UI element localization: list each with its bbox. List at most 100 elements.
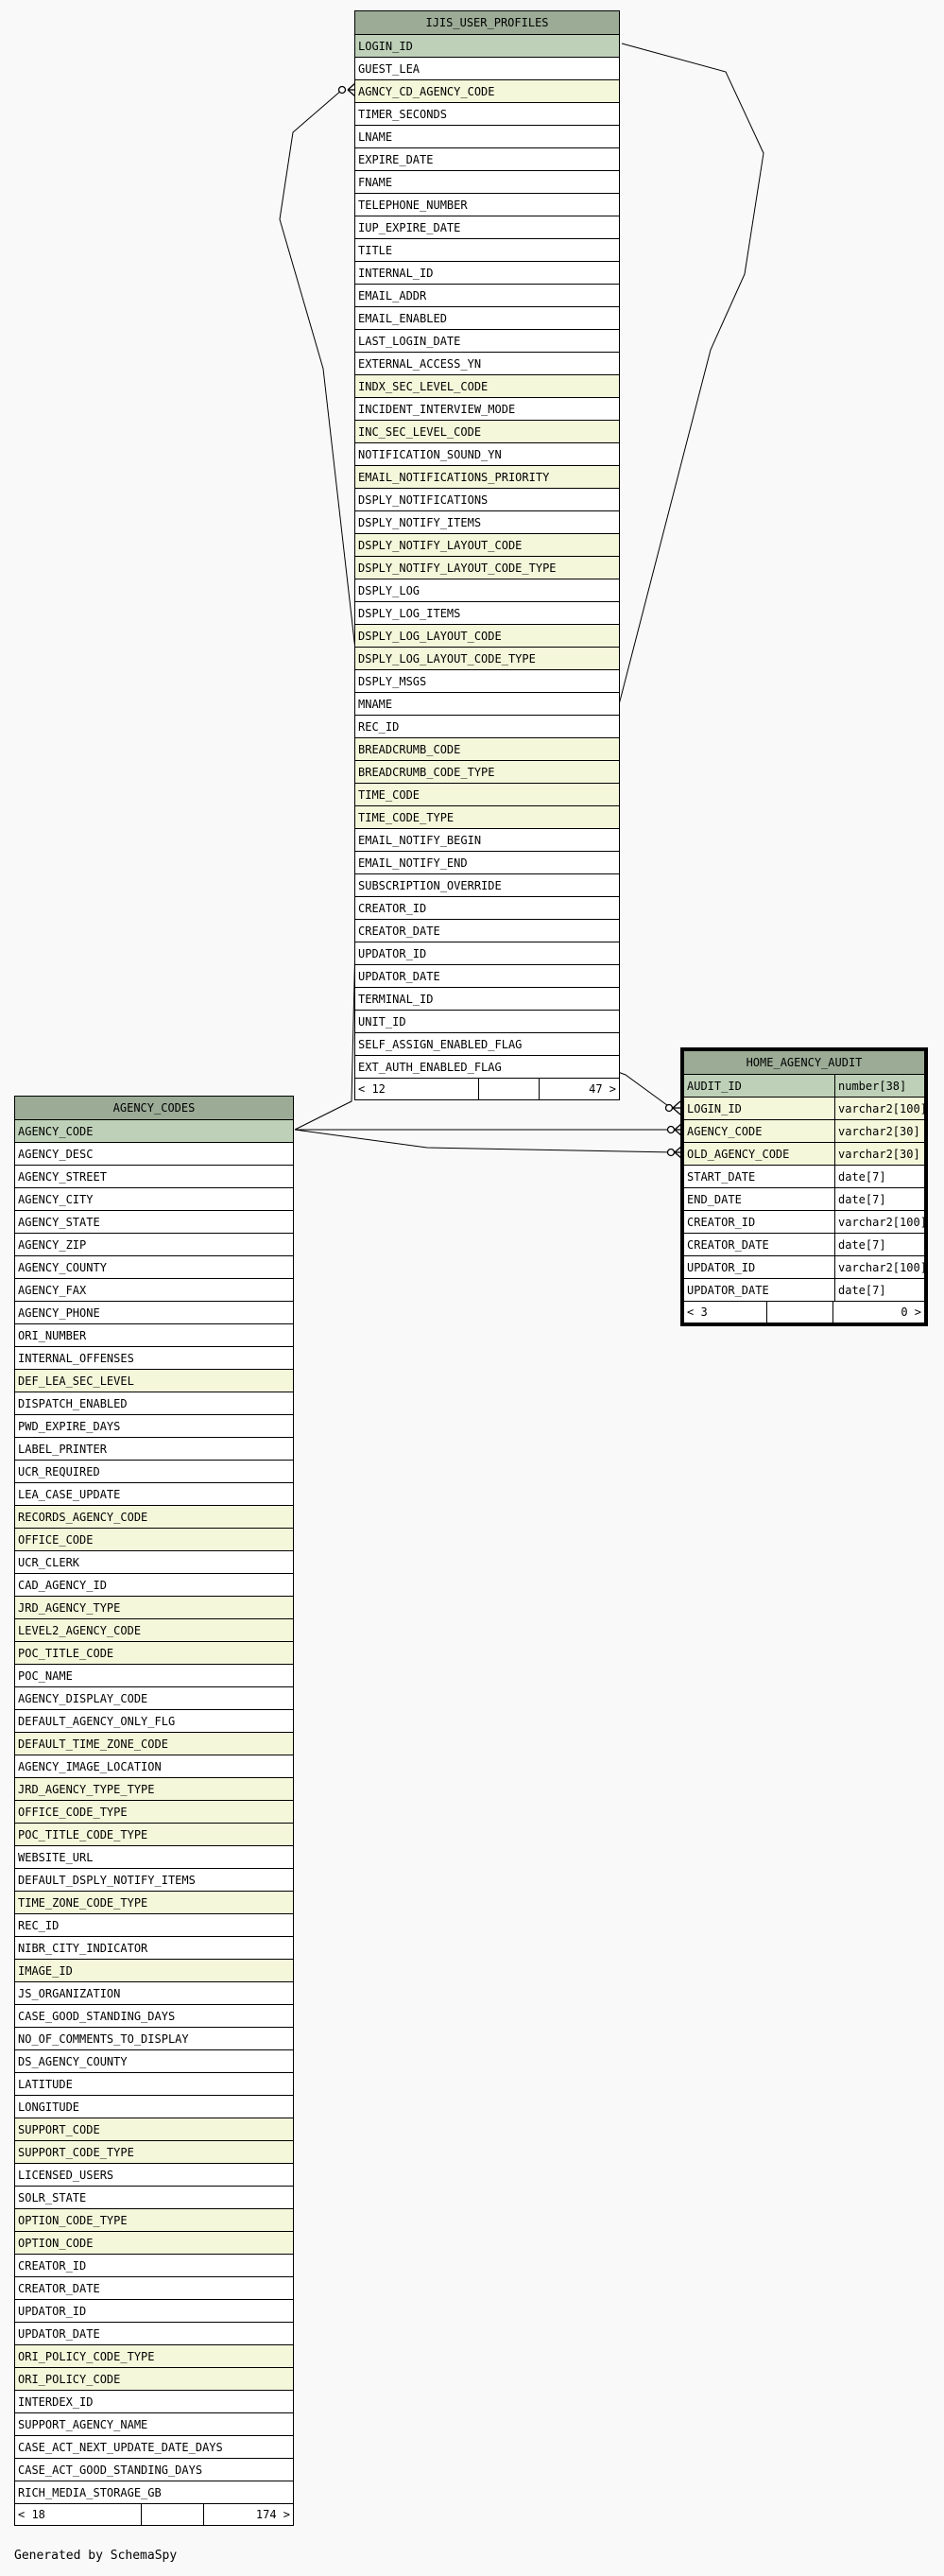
column-row[interactable]: AGENCY_PHONE bbox=[15, 1302, 293, 1324]
column-row[interactable]: TERMINAL_ID bbox=[355, 988, 619, 1011]
column-row[interactable]: CASE_ACT_NEXT_UPDATE_DATE_DAYS bbox=[15, 2436, 293, 2459]
column-row[interactable]: CREATOR_DATE bbox=[355, 920, 619, 942]
column-row[interactable]: DSPLY_LOG_LAYOUT_CODE bbox=[355, 625, 619, 648]
column-row[interactable]: OPTION_CODE_TYPE bbox=[15, 2209, 293, 2232]
column-row[interactable]: IUP_EXPIRE_DATE bbox=[355, 216, 619, 239]
column-row[interactable]: INTERNAL_OFFENSES bbox=[15, 1347, 293, 1370]
table-title[interactable]: HOME_AGENCY_AUDIT bbox=[684, 1051, 924, 1075]
column-row[interactable]: RICH_MEDIA_STORAGE_GB bbox=[15, 2481, 293, 2504]
column-row[interactable]: DEFAULT_DSPLY_NOTIFY_ITEMS bbox=[15, 1869, 293, 1892]
column-row[interactable]: AGENCY_STREET bbox=[15, 1166, 293, 1188]
column-row[interactable]: UPDATOR_DATE bbox=[355, 965, 619, 988]
column-row[interactable]: AGENCY_CITY bbox=[15, 1188, 293, 1211]
column-row[interactable]: UNIT_ID bbox=[355, 1011, 619, 1033]
column-row[interactable]: DISPATCH_ENABLED bbox=[15, 1392, 293, 1415]
column-row[interactable]: LATITUDE bbox=[15, 2073, 293, 2096]
column-row[interactable]: CAD_AGENCY_ID bbox=[15, 1574, 293, 1597]
column-row[interactable]: OFFICE_CODE_TYPE bbox=[15, 1801, 293, 1824]
column-row[interactable]: DEFAULT_AGENCY_ONLY_FLG bbox=[15, 1710, 293, 1733]
column-row[interactable]: DEFAULT_TIME_ZONE_CODE bbox=[15, 1733, 293, 1755]
column-row[interactable]: DSPLY_LOG_ITEMS bbox=[355, 602, 619, 625]
column-row[interactable]: CREATOR_ID bbox=[355, 897, 619, 920]
column-row[interactable]: UPDATOR_ID bbox=[355, 942, 619, 965]
column-row[interactable]: CASE_GOOD_STANDING_DAYS bbox=[15, 2005, 293, 2028]
column-row[interactable]: TIME_CODE bbox=[355, 784, 619, 806]
column-row[interactable]: AGENCY_FAX bbox=[15, 1279, 293, 1302]
column-row[interactable]: CREATOR_ID bbox=[15, 2255, 293, 2277]
column-row[interactable]: POC_NAME bbox=[15, 1665, 293, 1687]
column-row[interactable]: JRD_AGENCY_TYPE bbox=[15, 1597, 293, 1619]
column-row[interactable]: EMAIL_NOTIFY_BEGIN bbox=[355, 829, 619, 852]
column-row[interactable]: TITLE bbox=[355, 239, 619, 262]
column-row[interactable]: LONGITUDE bbox=[15, 2096, 293, 2118]
column-row[interactable]: LABEL_PRINTER bbox=[15, 1438, 293, 1461]
column-row[interactable]: DSPLY_MSGS bbox=[355, 670, 619, 693]
column-row[interactable]: UPDATOR_ID bbox=[15, 2300, 293, 2323]
column-row[interactable]: EMAIL_ADDR bbox=[355, 285, 619, 307]
column-row[interactable]: AGENCY_DESC bbox=[15, 1143, 293, 1166]
column-row[interactable]: LEVEL2_AGENCY_CODE bbox=[15, 1619, 293, 1642]
column-row[interactable]: BREADCRUMB_CODE bbox=[355, 738, 619, 761]
column-row[interactable]: WEBSITE_URL bbox=[15, 1846, 293, 1869]
column-row[interactable]: UCR_REQUIRED bbox=[15, 1461, 293, 1483]
column-row[interactable]: AGENCY_ZIP bbox=[15, 1234, 293, 1256]
column-row[interactable]: LAST_LOGIN_DATE bbox=[355, 330, 619, 353]
column-row[interactable]: NO_OF_COMMENTS_TO_DISPLAY bbox=[15, 2028, 293, 2050]
column-row[interactable]: EMAIL_NOTIFICATIONS_PRIORITY bbox=[355, 466, 619, 489]
column-row[interactable]: AGNCY_CD_AGENCY_CODE bbox=[355, 80, 619, 103]
column-row[interactable]: AGENCY_IMAGE_LOCATION bbox=[15, 1755, 293, 1778]
column-row[interactable]: AGENCY_DISPLAY_CODE bbox=[15, 1687, 293, 1710]
column-row[interactable]: LEA_CASE_UPDATE bbox=[15, 1483, 293, 1506]
column-row[interactable]: POC_TITLE_CODE bbox=[15, 1642, 293, 1665]
column-row[interactable]: POC_TITLE_CODE_TYPE bbox=[15, 1824, 293, 1846]
column-row[interactable]: CREATOR_DATE bbox=[15, 2277, 293, 2300]
column-row[interactable]: LICENSED_USERS bbox=[15, 2164, 293, 2187]
column-row[interactable]: TIME_ZONE_CODE_TYPE bbox=[15, 1892, 293, 1914]
column-row[interactable]: AGENCY_CODE bbox=[15, 1120, 293, 1143]
parents-count[interactable]: < 12 bbox=[358, 1082, 386, 1096]
children-count[interactable]: 0 > bbox=[832, 1302, 924, 1323]
parents-count[interactable]: < 18 bbox=[18, 2508, 45, 2521]
column-row[interactable]: EMAIL_ENABLED bbox=[355, 307, 619, 330]
column-row[interactable]: FNAME bbox=[355, 171, 619, 194]
column-row[interactable]: INC_SEC_LEVEL_CODE bbox=[355, 421, 619, 443]
column-row[interactable]: DEF_LEA_SEC_LEVEL bbox=[15, 1370, 293, 1392]
column-row[interactable]: SOLR_STATE bbox=[15, 2187, 293, 2209]
column-row[interactable]: IMAGE_ID bbox=[15, 1960, 293, 1982]
column-row[interactable]: UCR_CLERK bbox=[15, 1551, 293, 1574]
column-row[interactable]: UPDATOR_DATE bbox=[15, 2323, 293, 2345]
column-row[interactable]: DSPLY_NOTIFY_LAYOUT_CODE_TYPE bbox=[355, 557, 619, 579]
column-row[interactable]: SUPPORT_CODE bbox=[15, 2118, 293, 2141]
column-row[interactable]: GUEST_LEA bbox=[355, 58, 619, 80]
column-row[interactable]: TIME_CODE_TYPE bbox=[355, 806, 619, 829]
column-row[interactable]: DSPLY_NOTIFY_LAYOUT_CODE bbox=[355, 534, 619, 557]
table-title[interactable]: AGENCY_CODES bbox=[15, 1097, 293, 1120]
column-row[interactable]: TELEPHONE_NUMBER bbox=[355, 194, 619, 216]
column-row[interactable]: JRD_AGENCY_TYPE_TYPE bbox=[15, 1778, 293, 1801]
column-row[interactable]: EXT_AUTH_ENABLED_FLAG bbox=[355, 1056, 619, 1079]
column-row[interactable]: INTERDEX_ID bbox=[15, 2391, 293, 2413]
column-row[interactable]: EMAIL_NOTIFY_END bbox=[355, 852, 619, 874]
column-row[interactable]: ORI_POLICY_CODE bbox=[15, 2368, 293, 2391]
column-row[interactable]: NOTIFICATION_SOUND_YN bbox=[355, 443, 619, 466]
column-row[interactable]: AGENCY_STATE bbox=[15, 1211, 293, 1234]
children-count[interactable]: 174 > bbox=[203, 2504, 293, 2525]
column-row[interactable]: INDX_SEC_LEVEL_CODE bbox=[355, 375, 619, 398]
column-row[interactable]: RECORDS_AGENCY_CODE bbox=[15, 1506, 293, 1529]
column-row[interactable]: SELF_ASSIGN_ENABLED_FLAG bbox=[355, 1033, 619, 1056]
column-row[interactable]: DSPLY_NOTIFY_ITEMS bbox=[355, 511, 619, 534]
column-row[interactable]: NIBR_CITY_INDICATOR bbox=[15, 1937, 293, 1960]
column-row[interactable]: TIMER_SECONDS bbox=[355, 103, 619, 126]
column-row[interactable]: MNAME bbox=[355, 693, 619, 716]
